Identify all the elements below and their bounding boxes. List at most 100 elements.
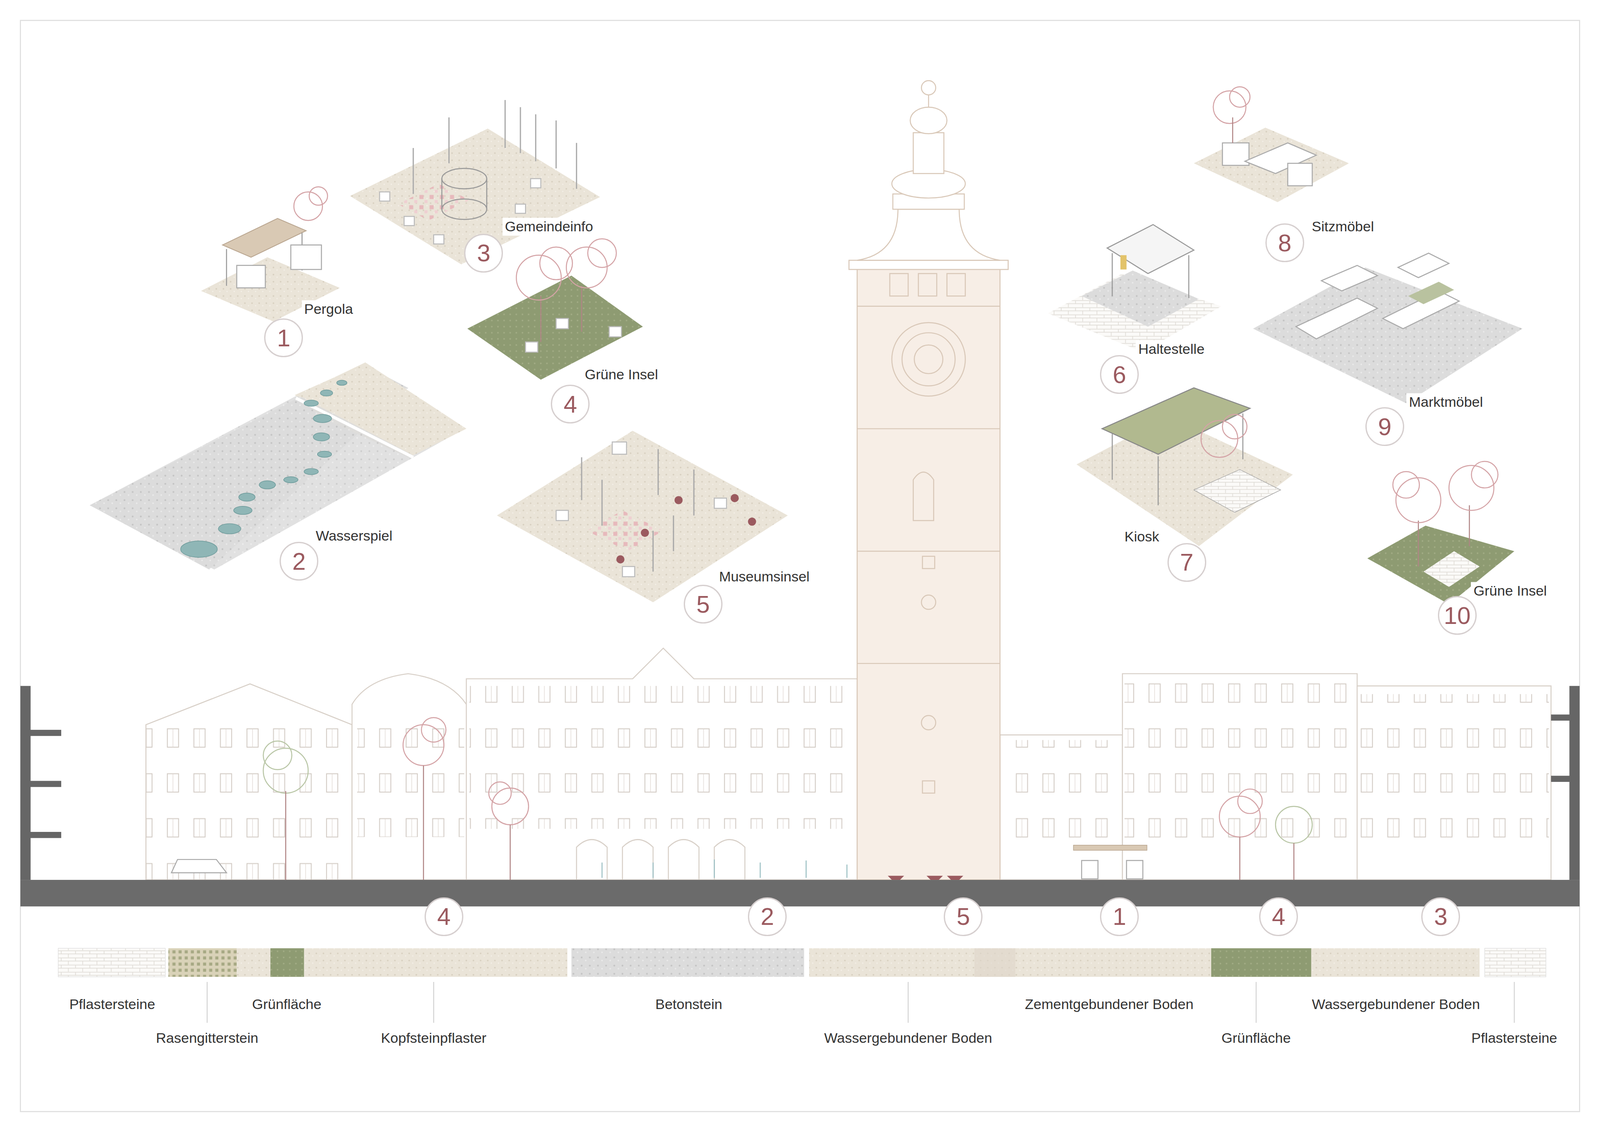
- drawing-polygon: [467, 275, 643, 380]
- drawing-circle: [293, 191, 323, 221]
- callout-circle: 1: [1100, 897, 1139, 936]
- callout-number: 1: [1112, 904, 1126, 929]
- drawing-rect: [1287, 163, 1313, 186]
- drawing-rect: [357, 714, 465, 837]
- drawing-line: [504, 100, 506, 148]
- drawing-circle: [902, 332, 955, 386]
- drawing-g: [145, 647, 1551, 880]
- drawing-rect: [1081, 860, 1098, 879]
- callout-number: 3: [1434, 904, 1448, 929]
- drawing-line: [601, 479, 603, 526]
- element-label: Pergola: [301, 300, 356, 318]
- drawing-rect: [913, 132, 944, 174]
- drawing-line: [1239, 836, 1240, 880]
- drawing-circle: [1229, 86, 1250, 108]
- drawing-line: [1157, 456, 1159, 506]
- drawing-rect: [404, 216, 415, 226]
- callout-number: 1: [277, 325, 291, 350]
- drawing-line: [486, 178, 488, 210]
- drawing-polygon: [586, 510, 664, 552]
- callout-number: 4: [563, 392, 578, 417]
- drawing-line: [846, 864, 848, 878]
- drawing-rect: [469, 685, 856, 829]
- drawing-line: [441, 178, 443, 210]
- drawing-line: [652, 530, 654, 572]
- drawing-rect: [20, 20, 1580, 1112]
- element-label: Haltestelle: [1135, 340, 1208, 358]
- material-label: Wassergebundener Boden: [821, 1028, 995, 1047]
- drawing-g: [413, 100, 577, 194]
- drawing-path: [1357, 685, 1551, 880]
- drawing-ellipse: [218, 523, 241, 534]
- drawing-path: [1000, 734, 1123, 880]
- callout-number: 5: [956, 904, 970, 929]
- drawing-ellipse: [180, 540, 218, 558]
- drawing-rect: [612, 441, 627, 454]
- drawing-path: [352, 673, 467, 880]
- callout-circle: 4: [1259, 897, 1298, 936]
- drawing-line: [422, 765, 424, 880]
- drawing-rect: [622, 566, 635, 577]
- drawing-circle: [616, 555, 625, 564]
- drawing-circle: [921, 715, 936, 730]
- drawing-circle: [640, 528, 650, 538]
- drawing-path: [171, 859, 227, 873]
- drawing-rect: [270, 947, 305, 977]
- drawing-circle: [421, 717, 446, 743]
- drawing-line: [1232, 117, 1233, 143]
- drawing-rect: [890, 273, 909, 296]
- drawing-rect: [236, 265, 266, 288]
- drawing-rect: [1073, 845, 1147, 850]
- drawing-line: [713, 859, 715, 878]
- drawing-line: [907, 981, 909, 1023]
- drawing-circle: [921, 595, 936, 610]
- callout-circle: 2: [279, 541, 319, 581]
- element-label: Sitzmöbel: [1309, 217, 1377, 236]
- drawing-line: [657, 449, 659, 495]
- drawing-polygon: [1193, 127, 1349, 203]
- drawing-line: [540, 295, 542, 342]
- drawing-circle: [263, 740, 293, 770]
- drawing-polygon: [1321, 265, 1378, 291]
- element-label: Grüne Insel: [582, 365, 661, 384]
- drawing-rect: [525, 341, 538, 352]
- drawing-line: [1111, 252, 1113, 296]
- drawing-circle: [587, 238, 617, 268]
- drawing-rect: [1222, 142, 1250, 166]
- material-label: Wassergebundener Boden: [1309, 995, 1483, 1013]
- drawing-polygon: [1408, 281, 1455, 305]
- drawing-line: [857, 305, 1000, 307]
- drawing-polygon: [1397, 252, 1449, 278]
- drawing-line: [1255, 981, 1257, 1023]
- drawing-line: [1468, 505, 1470, 546]
- callout-circle: 4: [424, 897, 464, 936]
- drawing-g: [1076, 387, 1293, 547]
- drawing-rect: [922, 780, 935, 793]
- drawing-g: [525, 318, 622, 353]
- drawing-rect: [1124, 678, 1355, 843]
- drawing-rect: [20, 831, 62, 838]
- callout-number: 6: [1112, 362, 1126, 387]
- drawing-rect: [20, 729, 62, 736]
- drawing-polygon: [1295, 297, 1378, 339]
- drawing-line: [285, 790, 286, 880]
- drawing-line: [555, 120, 557, 169]
- drawing-circle: [1237, 788, 1263, 814]
- drawing-rect: [809, 947, 1212, 977]
- callout-number: 10: [1443, 603, 1471, 628]
- drawing-circle: [263, 747, 309, 793]
- drawing-path: [145, 683, 353, 880]
- drawing-circle: [891, 322, 965, 396]
- element-label: Kiosk: [1122, 527, 1162, 546]
- drawing-g: [887, 875, 964, 880]
- drawing-line: [601, 862, 603, 878]
- drawing-polygon: [1423, 550, 1480, 587]
- drawing-line: [759, 862, 761, 878]
- drawing-path: [926, 875, 943, 880]
- drawing-polygon: [1102, 387, 1250, 455]
- callout-circle: 5: [683, 584, 723, 624]
- drawing-g: [616, 493, 757, 564]
- material-label: Kopfsteinpflaster: [378, 1028, 489, 1047]
- callout-circle: 8: [1265, 223, 1305, 263]
- drawing-line: [652, 862, 654, 878]
